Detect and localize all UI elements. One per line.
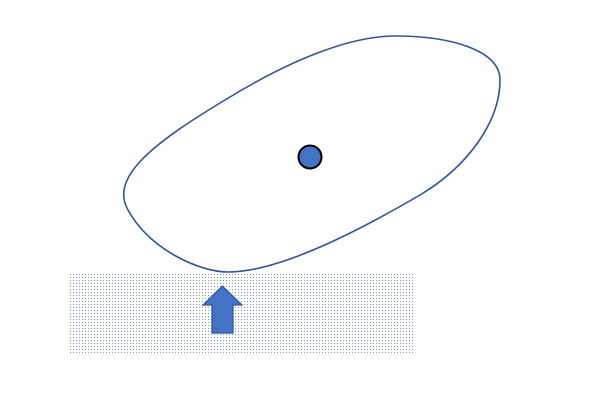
up-arrow-icon <box>201 285 244 334</box>
center-of-mass-dot <box>297 144 323 170</box>
surface-block <box>69 272 414 354</box>
body-outline <box>122 35 501 273</box>
